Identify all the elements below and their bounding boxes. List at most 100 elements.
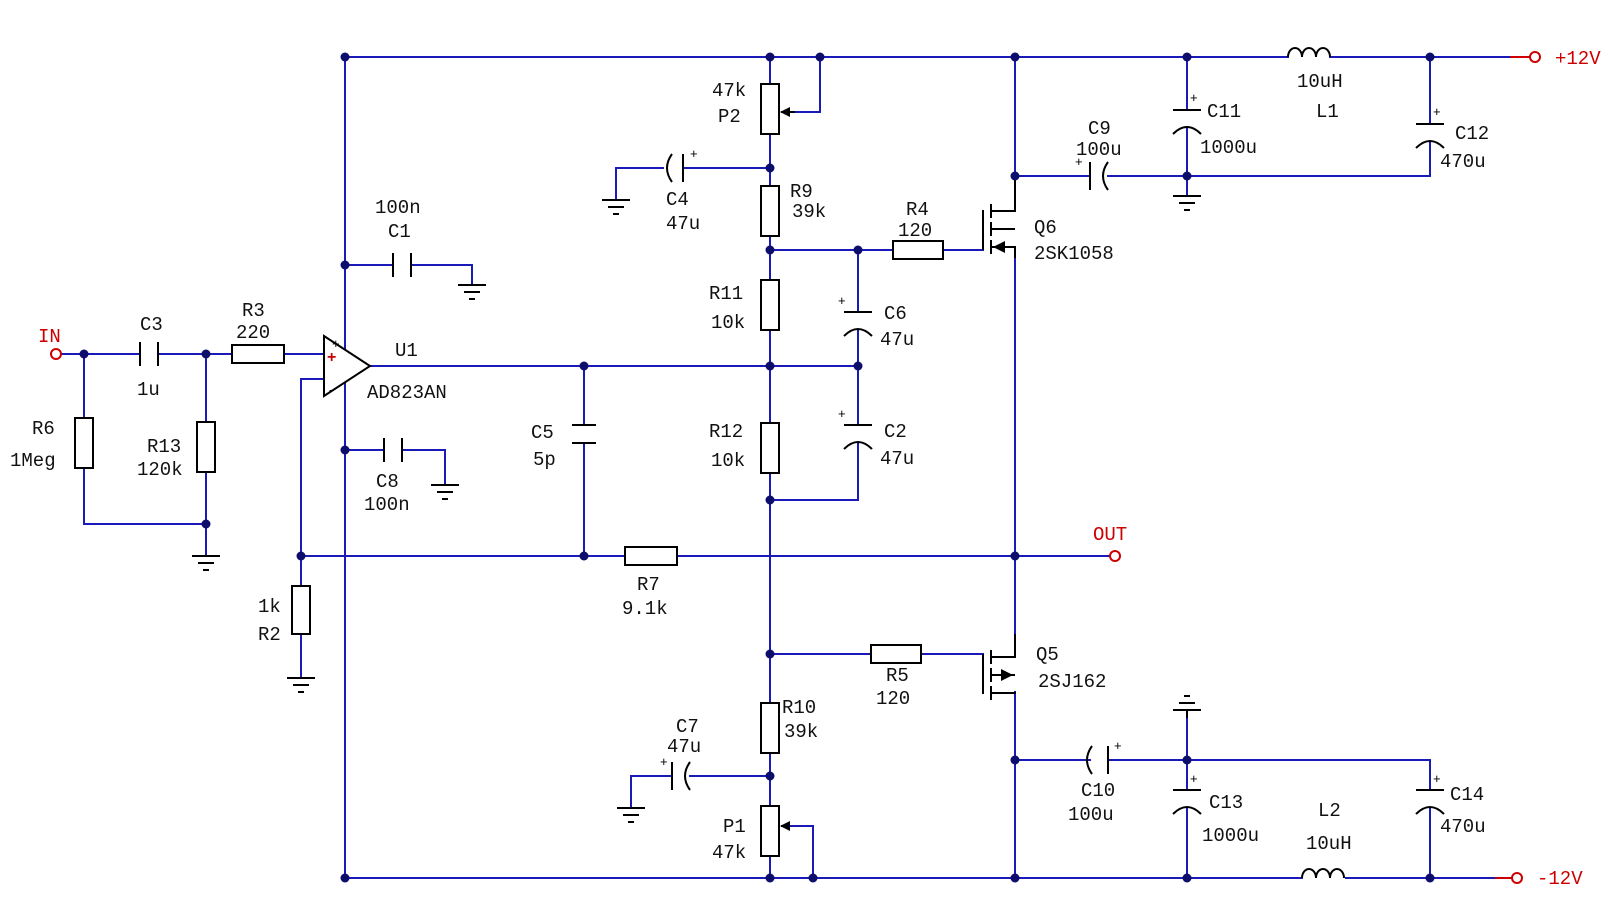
svg-text:+: + <box>332 336 340 351</box>
label-l2-value: 10uH <box>1306 833 1352 855</box>
ground-icon <box>431 484 459 500</box>
opamp-u1: + + - <box>323 334 372 398</box>
label-c3-value: 1u <box>137 379 160 401</box>
label-c4-ref: C4 <box>666 189 689 211</box>
resistor-r4 <box>892 240 944 260</box>
capacitor-c7: + <box>660 754 691 791</box>
component-labels: U1 AD823AN R6 1Meg C3 1u R13 120k R3 220… <box>10 71 1489 864</box>
inductors <box>1287 47 1345 879</box>
capacitor-c8 <box>383 438 403 462</box>
port-vneg-label: -12V <box>1537 868 1583 890</box>
label-c12-ref: C12 <box>1455 123 1489 145</box>
label-c3-ref: C3 <box>140 314 163 336</box>
label-r3-value: 220 <box>236 322 270 344</box>
label-r7-value: 9.1k <box>622 598 668 620</box>
label-r5-value: 120 <box>876 688 910 710</box>
port-in-label: IN <box>38 326 61 348</box>
inductor-l2 <box>1301 868 1345 879</box>
capacitor-c11: + <box>1172 90 1202 135</box>
label-r4-ref: R4 <box>906 199 929 221</box>
resistor-r6 <box>74 417 94 469</box>
potentiometer-p2 <box>760 83 780 135</box>
label-r3-ref: R3 <box>242 300 265 322</box>
mosfet-q6 <box>982 180 1016 258</box>
inductor-l1 <box>1287 47 1331 58</box>
label-l1-value: 10uH <box>1297 71 1343 93</box>
label-r13-ref: R13 <box>147 436 181 458</box>
label-c6-ref: C6 <box>884 303 907 325</box>
label-c1-value: 100n <box>375 197 421 219</box>
capacitor-c14: + <box>1415 771 1445 815</box>
label-c2-ref: C2 <box>884 421 907 443</box>
port-out-label: OUT <box>1093 524 1127 546</box>
capacitor-c12: + <box>1415 104 1445 149</box>
vneg-port-icon <box>1511 872 1523 884</box>
potentiometer-p1 <box>760 805 780 857</box>
label-c11-value: 1000u <box>1200 137 1257 159</box>
svg-text:+: + <box>1075 154 1083 169</box>
label-q5-value: 2SJ162 <box>1038 671 1106 693</box>
label-c13-ref: C13 <box>1209 792 1243 814</box>
svg-text:+: + <box>1190 90 1198 105</box>
label-r2-ref: R2 <box>258 624 281 646</box>
p2-wiper-arrow-icon <box>780 107 790 117</box>
resistors <box>74 83 944 857</box>
label-c5-value: 5p <box>533 449 556 471</box>
label-c10-value: 100u <box>1068 804 1114 826</box>
label-r12-value: 10k <box>711 450 745 472</box>
label-c7-ref: C7 <box>676 716 699 738</box>
label-u1-value: AD823AN <box>367 382 447 404</box>
capacitor-c4: + <box>666 146 698 183</box>
resistor-r2 <box>291 585 311 635</box>
wires <box>61 56 1529 879</box>
svg-text:+: + <box>838 406 846 421</box>
resistor-r5 <box>870 644 922 664</box>
vpos-port-icon <box>1529 51 1541 63</box>
capacitor-c5 <box>572 424 596 444</box>
mosfet-q5 <box>982 634 1016 700</box>
label-r4-value: 120 <box>898 220 932 242</box>
svg-text:+: + <box>1114 738 1122 753</box>
label-r11-ref: R11 <box>709 283 743 305</box>
ground-icon <box>1173 195 1201 211</box>
label-u1-ref: U1 <box>395 340 418 362</box>
label-c9-value: 100u <box>1076 139 1122 161</box>
label-p1-ref: P1 <box>723 816 746 838</box>
port-vpos-label: +12V <box>1555 48 1601 70</box>
label-c8-value: 100n <box>364 494 410 516</box>
svg-text:+: + <box>660 754 668 769</box>
label-c7-value: 47u <box>667 736 701 758</box>
label-r6-value: 1Meg <box>10 450 56 472</box>
label-r13-value: 120k <box>137 459 183 481</box>
ground-icon <box>617 807 645 823</box>
ground-icon <box>287 677 315 693</box>
label-p1-value: 47k <box>712 842 746 864</box>
capacitor-c9: + <box>1075 154 1109 191</box>
label-r11-value: 10k <box>711 312 745 334</box>
svg-text:+: + <box>838 293 846 308</box>
capacitor-c10: + <box>1086 738 1122 775</box>
resistor-r12 <box>760 422 780 474</box>
label-c6-value: 47u <box>880 329 914 351</box>
label-r6-ref: R6 <box>32 418 55 440</box>
label-r12-ref: R12 <box>709 421 743 443</box>
label-r2-value: 1k <box>258 596 281 618</box>
ground-icon <box>458 284 486 300</box>
ground-icon <box>192 555 220 571</box>
label-p2-value: 47k <box>712 80 746 102</box>
label-c9-ref: C9 <box>1088 118 1111 140</box>
label-c8-ref: C8 <box>376 471 399 493</box>
label-q6-ref: Q6 <box>1034 217 1057 239</box>
label-r5-ref: R5 <box>886 665 909 687</box>
capacitor-c1 <box>392 253 412 277</box>
label-p2-ref: P2 <box>718 106 741 128</box>
label-r10-ref: R10 <box>782 697 816 719</box>
label-c11-ref: C11 <box>1207 101 1241 123</box>
input-port-icon <box>50 348 62 360</box>
resistor-r10 <box>760 702 780 754</box>
label-q6-value: 2SK1058 <box>1034 243 1114 265</box>
label-c5-ref: C5 <box>531 422 554 444</box>
resistor-r13 <box>196 421 216 473</box>
svg-text:+: + <box>1433 771 1441 786</box>
ground-icon <box>1173 695 1201 718</box>
